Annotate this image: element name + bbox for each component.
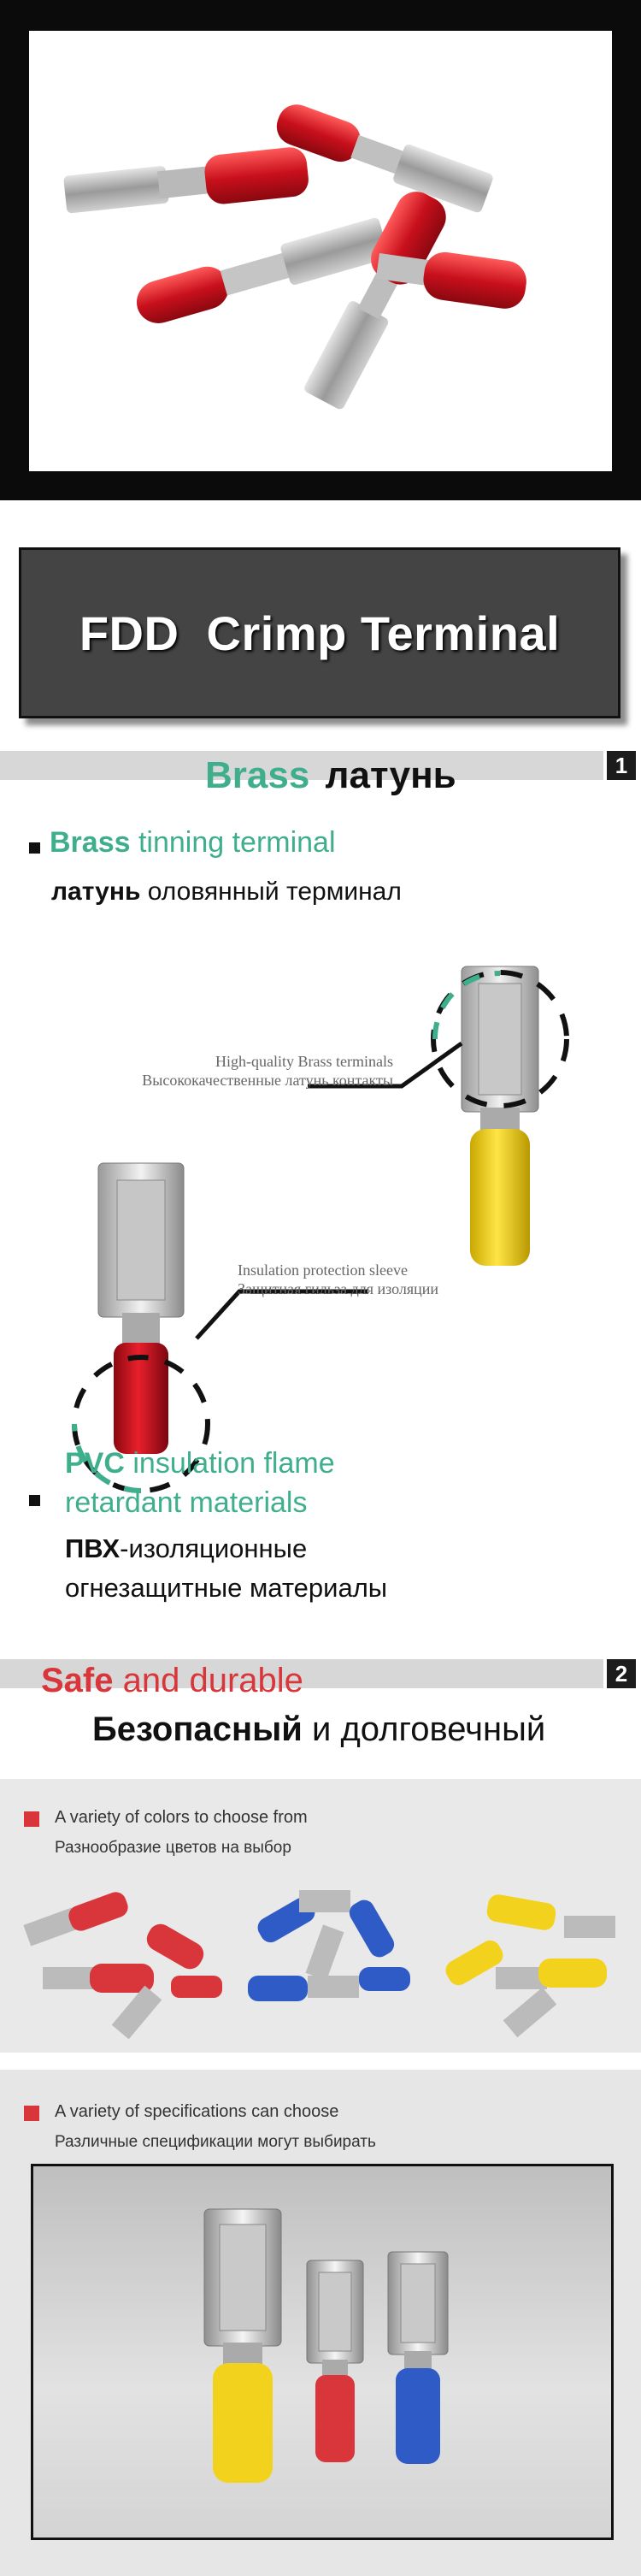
blue-terminals-group (248, 1890, 410, 2001)
large-yellow-terminal (203, 2208, 282, 2483)
callout2-line (195, 1289, 368, 1340)
bullet1-en-rest: tinning terminal (130, 826, 336, 859)
hero-image-frame (0, 0, 641, 500)
bullet1-ru-rest: оловянный терминал (140, 877, 402, 906)
section1-heading-ru: латунь (325, 754, 456, 796)
section2-heading-en: Safe and durable (41, 1662, 303, 1700)
colors-en: A variety of colors to choose from (55, 1808, 308, 1827)
section2-heading-safe: Safe (41, 1662, 114, 1699)
bullet-square (29, 842, 40, 854)
section1-number: 1 (607, 751, 636, 780)
section2-heading-ru-bold: Безопасный (92, 1710, 303, 1748)
bullet1-ru: латунь оловянный терминал (51, 877, 402, 907)
callout1-en: High-quality Brass terminals (215, 1053, 393, 1070)
medium-blue-terminal (387, 2251, 449, 2464)
callout1: High-quality Brass terminals Высококачес… (51, 1052, 393, 1090)
bullet2-ru-rest: -изоляционные (120, 1533, 308, 1563)
specs-photo (31, 2164, 614, 2540)
callout1-ru: Высококачественные латунь контакты (142, 1072, 393, 1089)
specs-en: A variety of specifications can choose (55, 2102, 339, 2121)
bullet2-ru-pvc: ПВХ (65, 1533, 121, 1563)
callout2-en: Insulation protection sleeve (238, 1261, 408, 1279)
bullet-red-square (24, 1811, 39, 1827)
yellow-terminal-illustration (431, 966, 569, 1266)
bullet1-en: Brass tinning terminal (50, 826, 336, 860)
section2-heading-ru-rest: и долговечный (302, 1710, 546, 1748)
callout2-ru: Защитная гильза для изоляции (238, 1280, 439, 1297)
section2-heading-ru: Безопасный и долговечный (92, 1710, 545, 1749)
colors-ru: Разнообразие цветов на выбор (55, 1839, 291, 1857)
bullet2-en-rest: insulation flame (124, 1447, 335, 1480)
hero-photo (29, 31, 612, 471)
section1-heading: Brass латунь (205, 754, 456, 797)
bullet2-en: PVC insulation flame retardant materials (65, 1444, 335, 1522)
bullet2-ru-line2: огнезащитные материалы (65, 1573, 388, 1603)
hero-terminals-illustration (63, 104, 526, 410)
section1-heading-en: Brass (205, 754, 310, 796)
color-variants-illustration (23, 1890, 615, 2040)
bullet2-en-pvc: PVC (65, 1447, 125, 1480)
bullet-red-square (24, 2106, 39, 2121)
title-banner: FDD Crimp Terminal (19, 547, 620, 718)
yellow-terminals-group (445, 1894, 615, 2038)
bullet1-ru-brass: латунь (51, 877, 141, 906)
bullet2-en-line2: retardant materials (65, 1486, 308, 1519)
section2-heading-rest: and durable (113, 1662, 303, 1699)
section2-number: 2 (607, 1659, 636, 1688)
bullet2-ru: ПВХ-изоляционные огнезащитные материалы (65, 1529, 387, 1608)
section2-bar (0, 1659, 603, 1688)
title-banner-text: FDD Crimp Terminal (79, 606, 561, 660)
callout1-line (308, 1041, 463, 1089)
section1-bar (0, 751, 603, 780)
callout2: Insulation protection sleeve Защитная ги… (238, 1261, 438, 1298)
red-terminal-illustration (72, 1162, 210, 1493)
size-variants-illustration (203, 2208, 449, 2483)
bullet1-en-brass: Brass (50, 826, 131, 859)
medium-red-terminal (306, 2260, 364, 2462)
specs-ru: Различные спецификации могут выбирать (55, 2133, 376, 2151)
red-terminals-group (23, 1892, 222, 2040)
bullet-square (29, 1495, 40, 1506)
